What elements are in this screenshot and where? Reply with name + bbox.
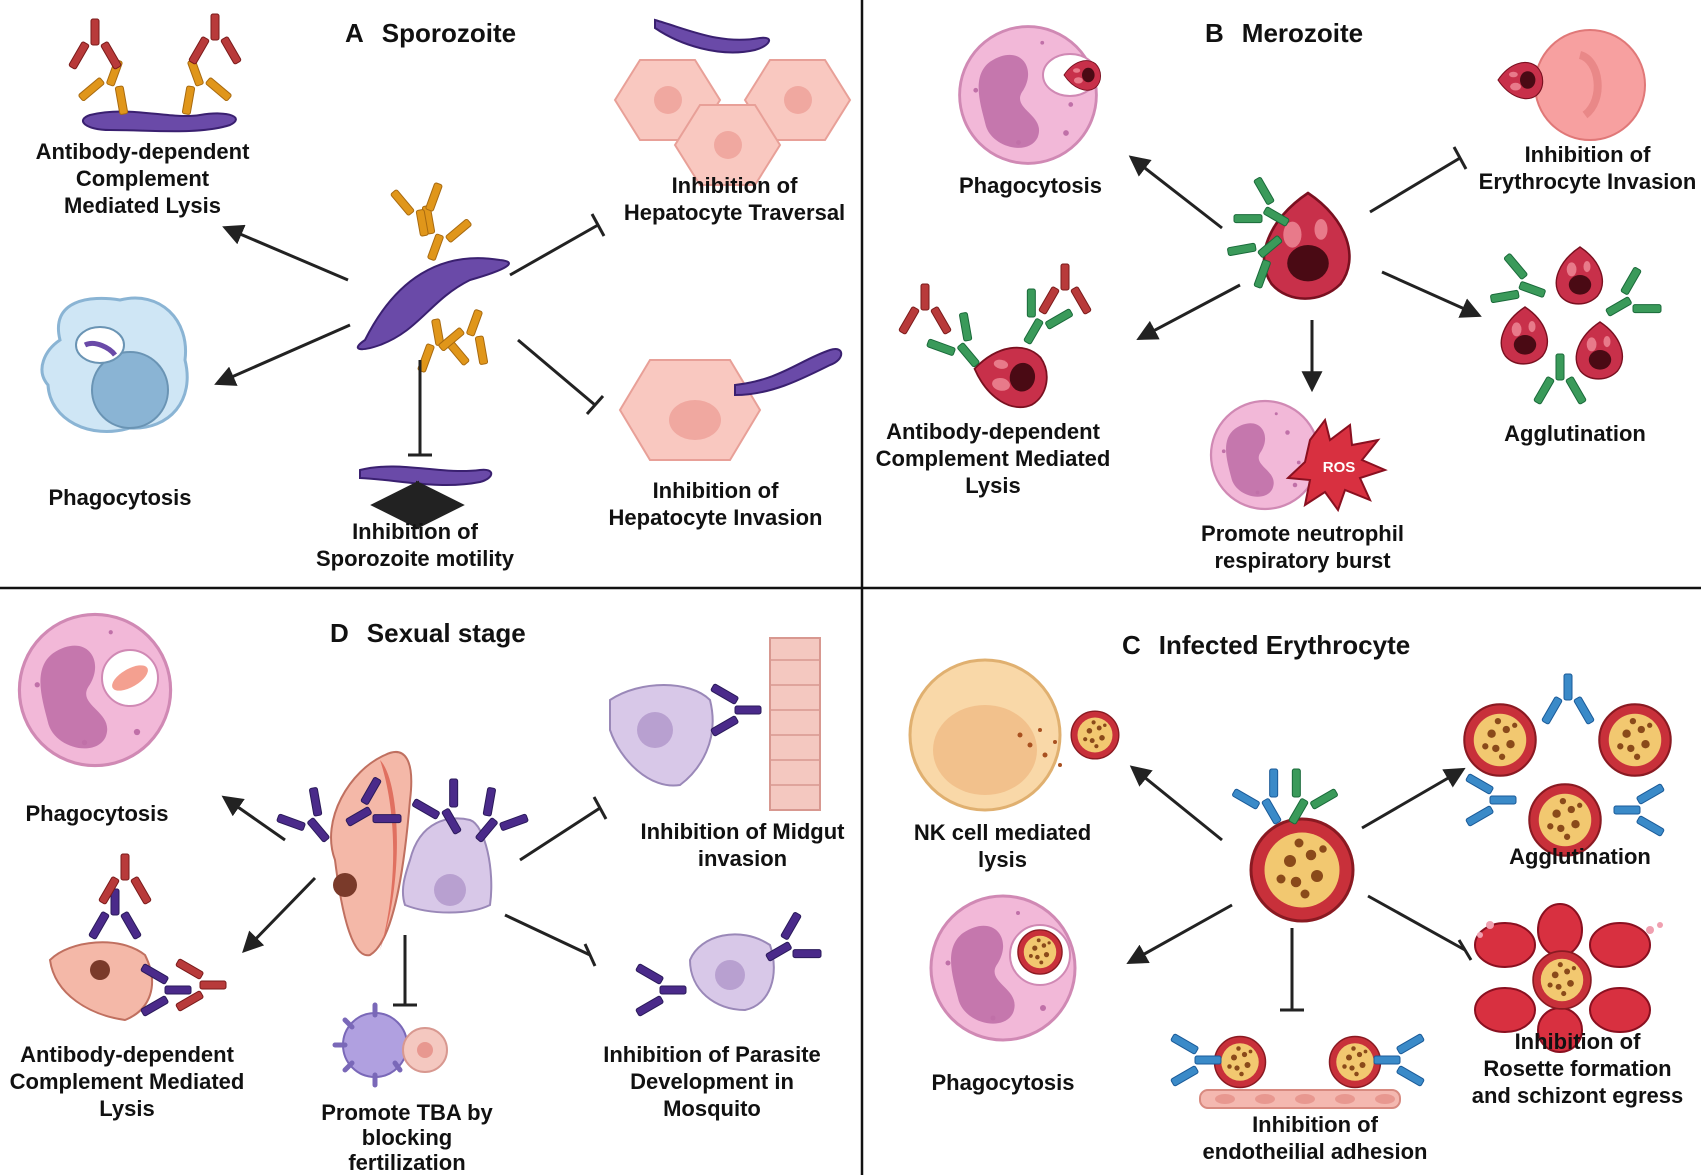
label-a-traversal: Inhibition of Hepatocyte Traversal xyxy=(623,173,846,225)
panel-d-graphics xyxy=(17,612,825,1088)
panel-b-letter: B xyxy=(1205,18,1224,48)
label-d-tba: Promote TBA by blocking fertilization xyxy=(321,1100,493,1175)
label-d-phagocytosis: Phagocytosis xyxy=(25,801,169,826)
central-sporozoite xyxy=(356,257,510,351)
panel-c-graphics xyxy=(908,658,1672,1109)
panel-b-title-text: Merozoite xyxy=(1241,18,1364,48)
label-c-agglutination: Agglutination xyxy=(1509,844,1651,869)
panel-c-title: C Infected Erythrocyte xyxy=(1122,630,1410,661)
label-a-motility: Inhibition of Sporozoite motility xyxy=(316,519,514,571)
label-d-adcml: Antibody-dependent Complement Mediated L… xyxy=(9,1042,245,1121)
panel-d-title: D Sexual stage xyxy=(330,618,526,649)
panel-b-title: B Merozoite xyxy=(1205,18,1363,49)
panel-b-graphics xyxy=(898,25,1665,513)
label-d-mosquito: Inhibition of Parasite Development in Mo… xyxy=(603,1042,821,1121)
label-c-endothelial-adhesion: Inhibition of endotheilial adhesion xyxy=(1202,1112,1428,1164)
panel-c-title-text: Infected Erythrocyte xyxy=(1158,630,1411,660)
label-d-midgut: Inhibition of Midgut invasion xyxy=(640,819,845,871)
panel-a-title: A Sporozoite xyxy=(345,18,516,49)
ros-burst xyxy=(1285,417,1388,513)
label-b-phagocytosis: Phagocytosis xyxy=(958,173,1103,198)
label-b-agglutination: Agglutination xyxy=(1504,421,1646,446)
label-b-adcml: Antibody-dependent Complement Mediated L… xyxy=(875,419,1111,498)
panel-a-title-text: Sporozoite xyxy=(381,18,517,48)
label-c-rosette: Inhibition of Rosette formation and schi… xyxy=(1471,1029,1684,1108)
label-c-nk-lysis: NK cell mediated lysis xyxy=(913,820,1092,872)
panel-d-letter: D xyxy=(330,618,349,648)
label-a-invasion: Inhibition of Hepatocyte Invasion xyxy=(608,478,823,530)
label-b-erythrocyte-invasion: Inhibition of Erythrocyte Invasion xyxy=(1478,142,1697,194)
tba-cells xyxy=(332,1002,448,1088)
panel-a-graphics xyxy=(40,13,852,530)
panel-c-letter: C xyxy=(1122,630,1141,660)
ros-label: ROS xyxy=(1323,459,1356,476)
label-c-phagocytosis: Phagocytosis xyxy=(931,1070,1075,1095)
label-a-phagocytosis: Phagocytosis xyxy=(48,485,192,510)
panel-d-title-text: Sexual stage xyxy=(366,618,526,648)
label-a-adcml: Antibody-dependent Complement Mediated L… xyxy=(35,139,250,218)
label-b-respiratory-burst: Promote neutrophil respiratory burst xyxy=(1201,521,1404,573)
panel-a-letter: A xyxy=(345,18,364,48)
